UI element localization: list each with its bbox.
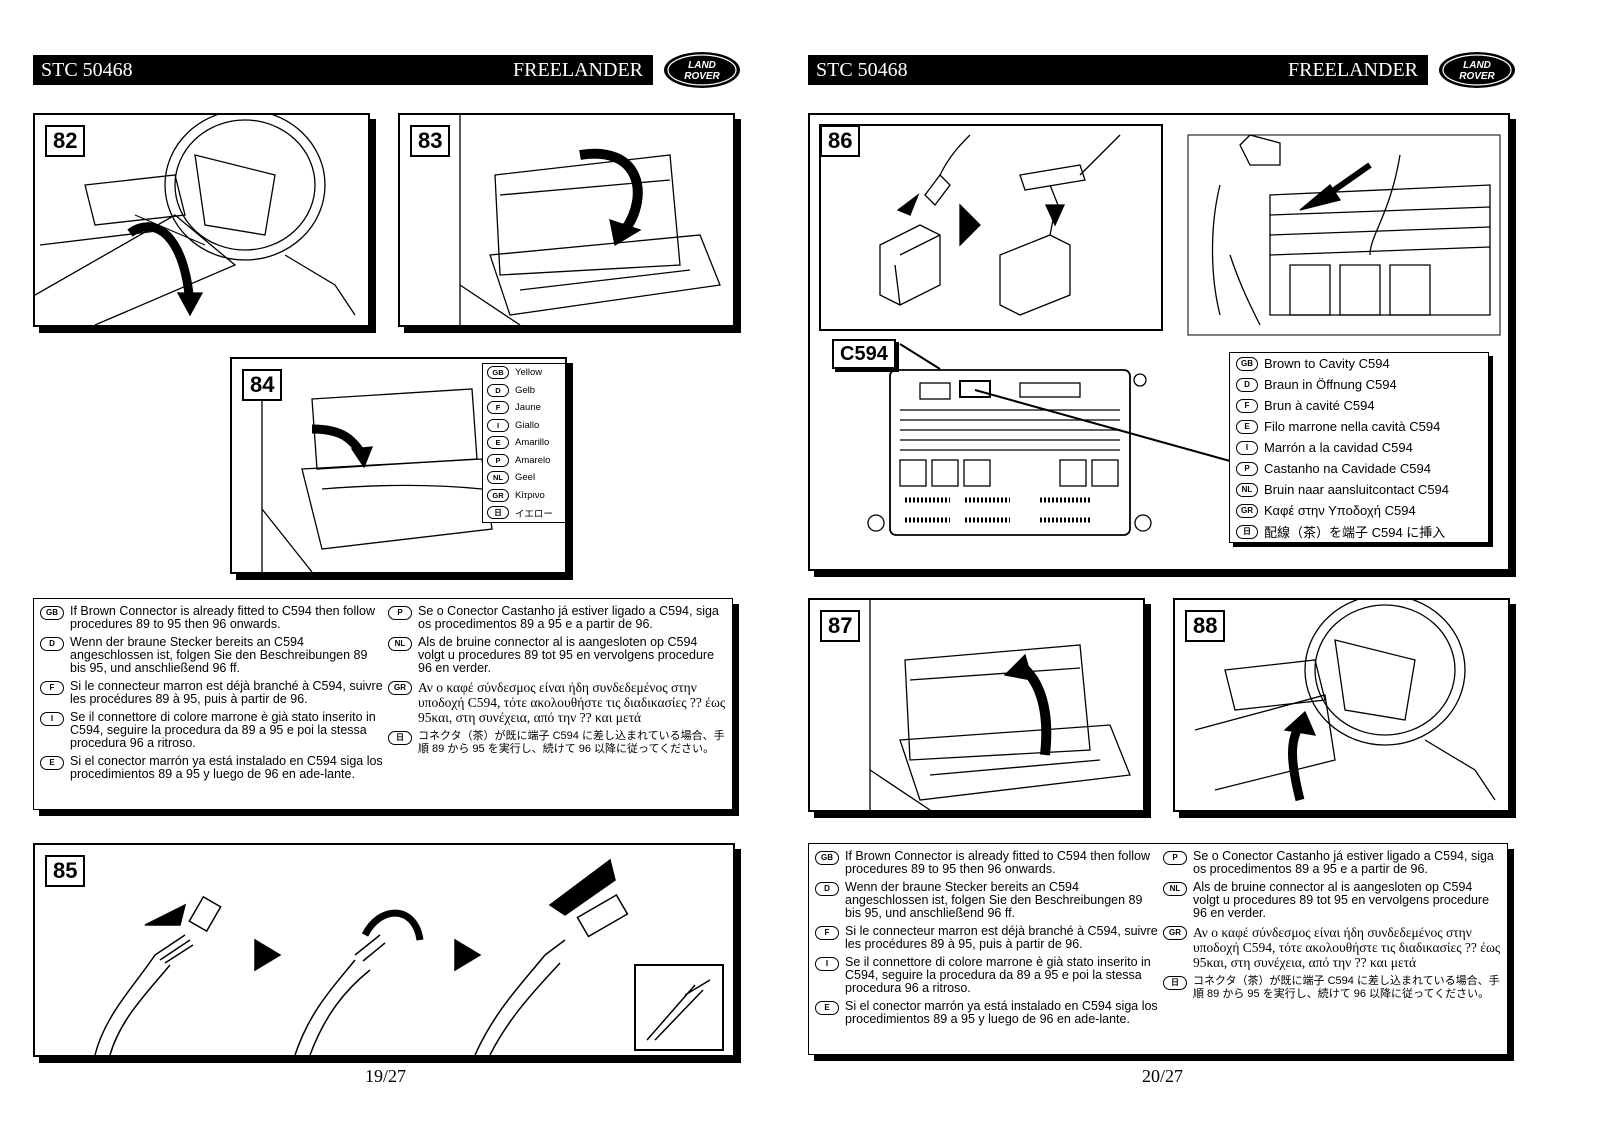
fusebox-illustration: [819, 124, 1501, 536]
left-model-name: FREELANDER: [513, 59, 643, 81]
step-85-panel: 85: [33, 843, 735, 1057]
step-88-number: 88: [1185, 610, 1226, 642]
c594-connector-label: C594: [832, 339, 896, 369]
step-83-number: 83: [410, 125, 451, 157]
step-85-number: 85: [45, 855, 86, 887]
step-82-number: 82: [45, 125, 86, 157]
right-page-number: 20/27: [1142, 1066, 1184, 1086]
left-doc-code: STC 50468: [41, 59, 133, 81]
wire-stripping-illustration: [94, 858, 724, 1055]
glovebox-illustration: [459, 115, 721, 325]
legend-row-jp: 日イエロー: [483, 504, 565, 522]
svg-text:ROVER: ROVER: [684, 71, 720, 82]
left-land-rover-logo: LAND ROVER: [664, 52, 740, 88]
step-84-number: 84: [242, 369, 283, 401]
instruction-jp: 日コネクタ（茶）が既に端子 C594 に差し込まれている場合、手順 89 から …: [388, 730, 726, 756]
glovebox-open-illustration: [261, 388, 493, 572]
step-88-panel: 88: [1173, 598, 1510, 812]
step-86-number: 86: [820, 125, 861, 157]
right-header-bar: STC 50468 FREELANDER: [808, 55, 1428, 85]
step-86-panel: 86: [808, 113, 1510, 571]
right-model-name: FREELANDER: [1288, 59, 1418, 81]
step-82-panel: 82: [33, 113, 370, 327]
r-instruction-jp: 日コネクタ（茶）が既に端子 C594 に差し込まれている場合、手順 89 から …: [1163, 975, 1501, 1001]
svg-text:ROVER: ROVER: [1459, 71, 1495, 82]
right-doc-code: STC 50468: [816, 59, 908, 81]
step-83-panel: 83: [398, 113, 735, 327]
left-header-bar: STC 50468 FREELANDER: [33, 55, 653, 85]
left-page-number: 19/27: [365, 1066, 407, 1086]
step-87-number: 87: [820, 610, 861, 642]
right-land-rover-logo: LAND ROVER: [1439, 52, 1515, 88]
svg-text:LAND: LAND: [1463, 60, 1491, 71]
svg-text:LAND: LAND: [688, 60, 716, 71]
glovebox-close-illustration: [869, 600, 1131, 810]
dashboard-close-illustration: [1194, 600, 1496, 802]
legend2-row-jp: 日配線（茶）を端子 C594 に挿入: [1230, 521, 1488, 542]
step-87-panel: 87: [808, 598, 1145, 812]
dashboard-illustration: [35, 115, 356, 325]
